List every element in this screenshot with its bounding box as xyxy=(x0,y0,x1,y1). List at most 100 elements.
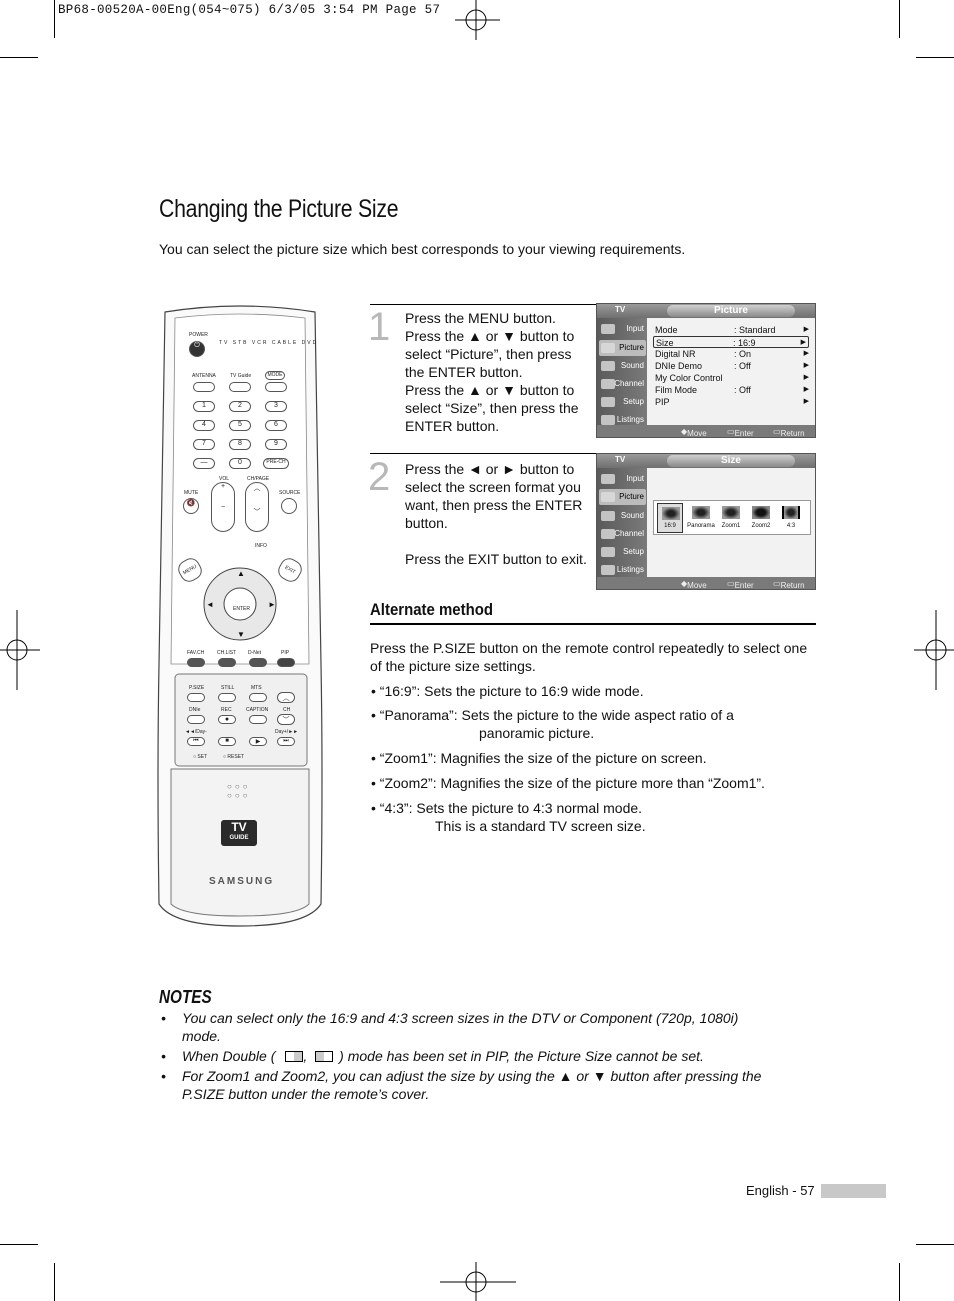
tv-guide-button[interactable] xyxy=(229,382,251,392)
d-net-label: D-Net xyxy=(248,650,262,656)
source-label: SOURCE xyxy=(279,490,301,496)
pip-button[interactable] xyxy=(277,658,295,667)
arrow-up-icon[interactable]: ▲ xyxy=(237,569,245,578)
digit-1[interactable]: 1 xyxy=(193,401,215,412)
mode-key[interactable] xyxy=(265,382,287,392)
alternate-method-paragraph: Press the P.SIZE button on the remote co… xyxy=(370,640,808,674)
menu-picture[interactable]: Picture xyxy=(599,340,646,356)
osd-row-digital-nr[interactable]: Digital NR: On▶ xyxy=(655,349,809,359)
crop-mark xyxy=(916,57,954,58)
osd-row-mode[interactable]: Mode: Standard▶ xyxy=(655,325,809,335)
return-hint: ▭ Return xyxy=(773,427,805,438)
size-option-zoom2[interactable]: Zoom2 xyxy=(748,503,776,533)
ch-up-button[interactable]: ︿ xyxy=(277,692,295,703)
menu-sound[interactable]: Sound xyxy=(599,358,646,374)
step-1-text: Press the MENU button.Press the ▲ or ▼ b… xyxy=(405,310,579,434)
d-net-button[interactable] xyxy=(249,658,267,667)
pre-ch-button[interactable]: PRE-CH xyxy=(263,458,289,469)
tv-listings-icon xyxy=(601,565,615,575)
menu-input[interactable]: Input xyxy=(599,471,646,487)
enter-hint: ▭ Enter xyxy=(727,579,754,590)
registration-mark-top xyxy=(455,0,500,40)
arrow-left-icon[interactable]: ◄ xyxy=(206,600,214,609)
flower-thumbnail-icon xyxy=(692,506,710,519)
registration-mark-left xyxy=(0,610,40,690)
ch-down-button[interactable]: ﹀ xyxy=(277,714,295,725)
pip-label: PIP xyxy=(281,650,290,656)
skip-forward-button[interactable]: ⏭ xyxy=(277,737,295,746)
double-pip-icon-2 xyxy=(315,1051,333,1062)
menu-listings[interactable]: Listings xyxy=(599,412,646,428)
source-button[interactable] xyxy=(281,498,297,514)
play-pause-button[interactable]: ▶ xyxy=(249,737,267,746)
osd-footer: ◆ Move ▭ Enter ▭ Return xyxy=(597,425,815,438)
size-label-4-3: 4:3 xyxy=(786,523,796,529)
still-button[interactable] xyxy=(218,693,236,702)
dash-button[interactable]: — xyxy=(193,458,215,469)
rec-button[interactable]: ● xyxy=(218,715,236,724)
channel-rocker[interactable]: ︿﹀ xyxy=(245,482,269,532)
arrow-down-icon[interactable]: ▼ xyxy=(237,630,245,639)
menu-input[interactable]: Input xyxy=(599,321,646,337)
digit-3[interactable]: 3 xyxy=(265,401,287,412)
digit-2[interactable]: 2 xyxy=(229,401,251,412)
size-option-panorama[interactable]: Panorama xyxy=(686,503,716,533)
fav-ch-button[interactable] xyxy=(187,658,205,667)
osd-tv-label: TV xyxy=(615,455,626,464)
osd-row-my-color-control[interactable]: My Color Control▶ xyxy=(655,373,809,383)
digit-0[interactable]: 0 xyxy=(229,458,251,469)
fav-ch-label: FAV.CH xyxy=(187,650,205,656)
menu-channel[interactable]: Channel xyxy=(599,526,646,542)
digit-8[interactable]: 8 xyxy=(229,439,251,450)
osd-row-dnie-demo[interactable]: DNIe Demo: Off▶ xyxy=(655,361,809,371)
dnie-button[interactable] xyxy=(187,715,205,724)
menu-listings[interactable]: Listings xyxy=(599,562,646,578)
mode-button[interactable]: MODE xyxy=(265,371,285,380)
mts-button[interactable] xyxy=(249,693,267,702)
note-1: You can select only the 16:9 and 4:3 scr… xyxy=(182,1010,739,1044)
menu-channel[interactable]: Channel xyxy=(599,376,646,392)
osd-row-pip[interactable]: PIP▶ xyxy=(655,397,809,407)
digit-5[interactable]: 5 xyxy=(229,420,251,431)
osd-row-film-mode[interactable]: Film Mode: Off▶ xyxy=(655,385,809,395)
step-1-number: 1 xyxy=(368,305,391,349)
page-tab-bar xyxy=(821,1184,886,1198)
size-option-zoom1[interactable]: Zoom1 xyxy=(718,503,746,533)
step-2-number: 2 xyxy=(368,455,391,499)
menu-sound[interactable]: Sound xyxy=(599,508,646,524)
digit-9[interactable]: 9 xyxy=(265,439,287,450)
tv-guide-label: TV Guide xyxy=(230,373,252,379)
sound-icon xyxy=(601,511,615,521)
arrow-right-icon[interactable]: ► xyxy=(268,600,276,609)
skip-back-button[interactable]: ⏮ xyxy=(187,737,205,746)
stop-button[interactable]: ■ xyxy=(218,737,236,746)
p-size-button[interactable] xyxy=(187,693,205,702)
mode-labels: TV STB VCR CABLE DVD xyxy=(219,340,319,346)
crop-mark xyxy=(899,1263,900,1301)
volume-rocker[interactable]: +− xyxy=(211,482,235,532)
size-option-16-9[interactable]: 16:9 xyxy=(657,503,683,533)
picture-menu-screenshot: TV Picture Input Picture Sound Channel S… xyxy=(596,303,816,438)
mute-button[interactable]: 🔇 xyxy=(183,498,199,514)
menu-setup[interactable]: Setup xyxy=(599,544,646,560)
osd-row-size[interactable]: Size: 16:9▶ xyxy=(653,336,809,348)
size-label-zoom1: Zoom1 xyxy=(721,523,741,529)
caption-label: CAPTION xyxy=(246,707,269,713)
bullet-panorama-continued: panoramic picture. xyxy=(479,725,595,741)
menu-picture[interactable]: Picture xyxy=(599,489,646,505)
antenna-button[interactable] xyxy=(193,382,215,392)
digit-4[interactable]: 4 xyxy=(193,420,215,431)
vol-label: VOL xyxy=(219,476,230,482)
ch-list-label: CH.LIST xyxy=(217,650,237,656)
caption-button[interactable] xyxy=(249,715,267,724)
digit-7[interactable]: 7 xyxy=(193,439,215,450)
digit-6[interactable]: 6 xyxy=(265,420,287,431)
dnie-label: DNIe xyxy=(189,707,201,713)
crop-mark xyxy=(54,1263,55,1301)
ch-list-button[interactable] xyxy=(218,658,236,667)
size-option-4-3[interactable]: 4:3 xyxy=(778,503,806,533)
alternate-method-rule xyxy=(370,623,816,625)
power-button[interactable]: ⏻ xyxy=(189,341,205,357)
menu-setup[interactable]: Setup xyxy=(599,394,646,410)
